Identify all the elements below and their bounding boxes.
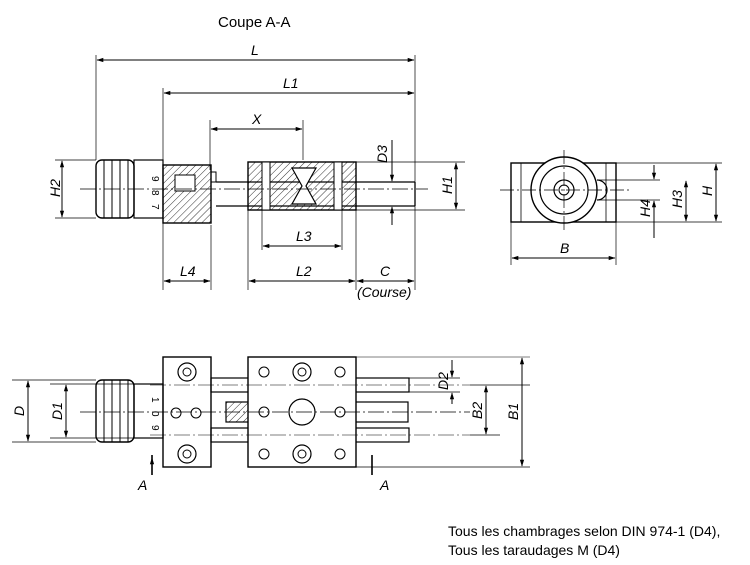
dim-B2-label: B2 (469, 402, 485, 419)
scale-bottom-2: 9 (149, 425, 160, 431)
dim-H1-label: H1 (439, 176, 455, 194)
dim-L2-label: L2 (296, 263, 312, 279)
dim-L4-label: L4 (180, 263, 196, 279)
plan-view (12, 356, 530, 475)
section-mark-right: A (379, 477, 389, 493)
section-title: Coupe A-A (218, 14, 291, 31)
dim-H4-label: H4 (637, 199, 653, 217)
footnote-line-2: Tous les taraudages M (D4) (448, 542, 620, 558)
dim-X-label: X (251, 111, 262, 127)
course-label: (Course) (357, 284, 411, 300)
dim-C-label: C (380, 263, 391, 279)
section-view (55, 55, 465, 290)
footnote-line-1: Tous les chambrages selon DIN 974-1 (D4)… (448, 523, 721, 539)
side-view (500, 150, 722, 265)
dim-D2-label: D2 (435, 372, 451, 390)
scale-top-2: 7 (149, 204, 160, 210)
dim-D-label: D (11, 406, 27, 416)
dim-H3-label: H3 (669, 190, 685, 208)
footnote: Tous les chambrages selon DIN 974-1 (D4)… (448, 522, 720, 560)
dim-H-label: H (699, 185, 715, 196)
dim-B1-label: B1 (505, 403, 521, 420)
scale-bottom-0: 1 (149, 397, 160, 403)
dim-D1-label: D1 (49, 402, 65, 420)
dim-B-label: B (560, 240, 569, 256)
scale-bottom-1: 0 (149, 411, 160, 417)
scale-top-0: 9 (149, 176, 160, 182)
dim-L1-label: L1 (283, 75, 299, 91)
section-mark-left: A (137, 477, 147, 493)
dim-D3-label: D3 (374, 145, 390, 163)
dim-L-label: L (251, 42, 259, 58)
dim-L3-label: L3 (296, 228, 312, 244)
dim-H2-label: H2 (47, 179, 63, 197)
scale-top-1: 8 (149, 190, 160, 196)
